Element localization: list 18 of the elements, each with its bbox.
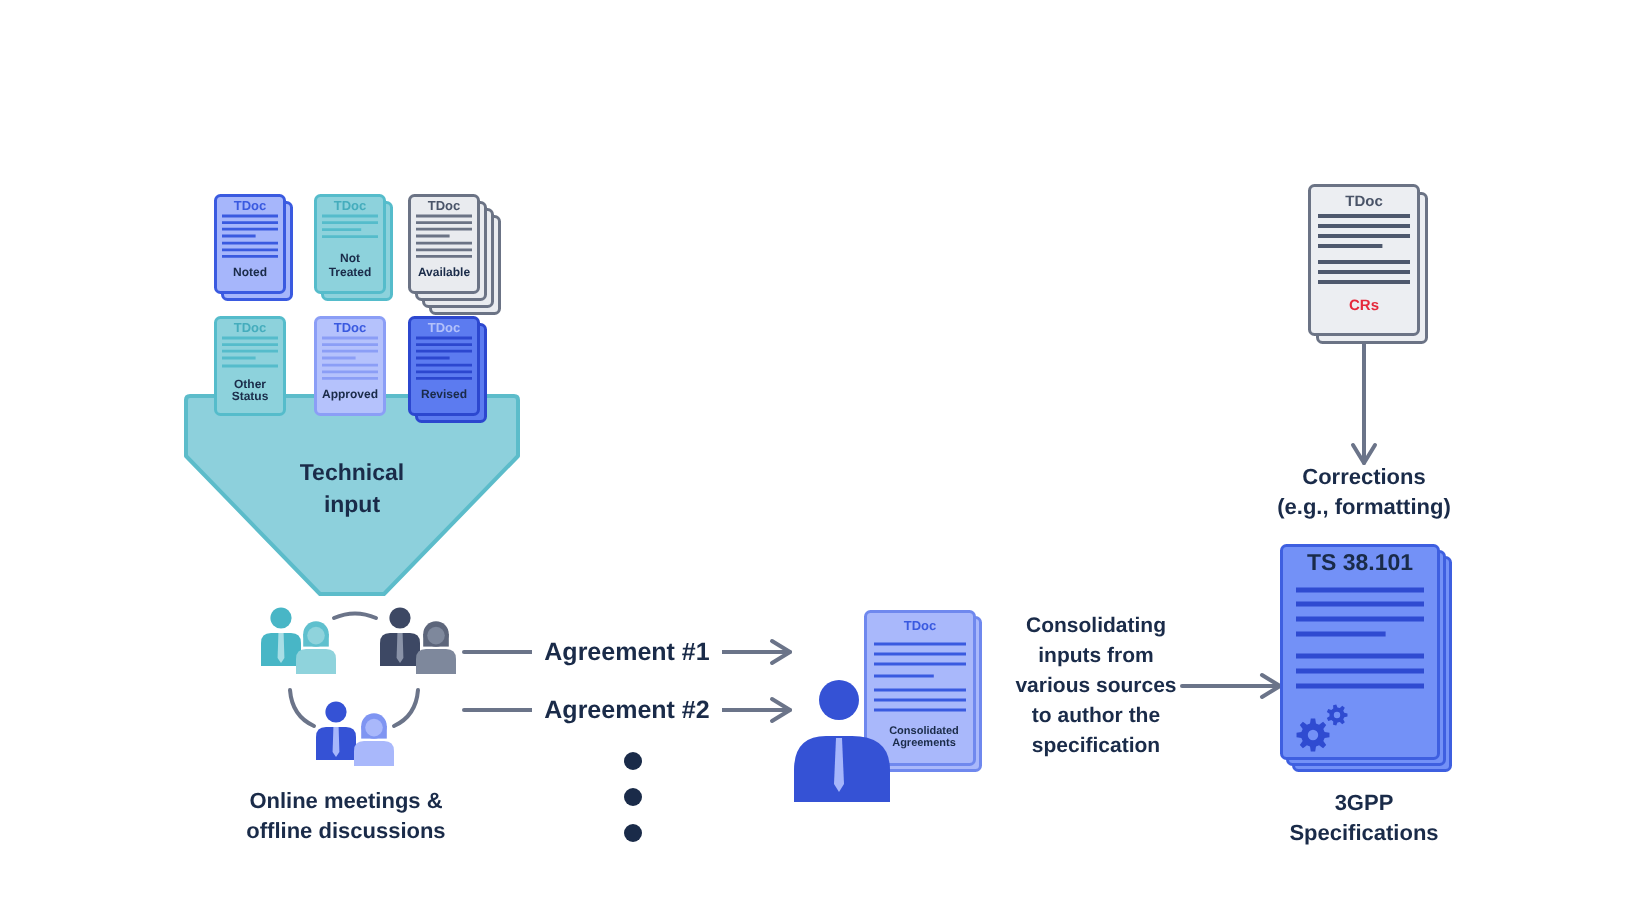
document-stack <box>314 316 386 416</box>
arrow <box>1180 673 1282 699</box>
arrow <box>1351 342 1377 465</box>
document-stack <box>214 316 286 416</box>
description-text: Corrections (e.g., formatting) <box>1276 463 1452 523</box>
edge-label: Agreement #2 <box>532 694 722 726</box>
doc-title: TS 38.101 <box>1304 552 1416 579</box>
funnel-label: Technical input <box>297 459 407 521</box>
edge-label: Agreement #1 <box>532 636 722 668</box>
document-stack <box>408 316 487 423</box>
node-label: 3GPP Specifications <box>1287 790 1441 848</box>
specification-document <box>1280 544 1452 772</box>
document-stack <box>214 194 293 301</box>
document-stack <box>408 194 501 315</box>
node-label: Online meetings & offline discussions <box>244 787 448 847</box>
document-stack <box>314 194 393 301</box>
description-text: Consolidating inputs from various sources to author the specification <box>1010 611 1182 761</box>
document-stack <box>1308 184 1428 344</box>
